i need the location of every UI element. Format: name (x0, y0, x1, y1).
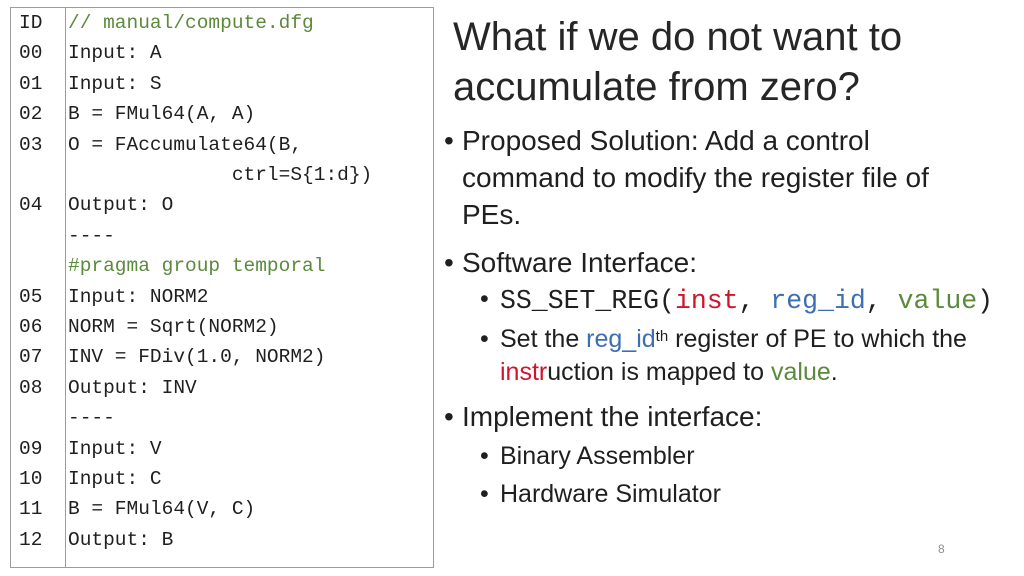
code-line: 03 O = FAccumulate64(B, (11, 130, 433, 160)
bullet-dot: • (480, 285, 489, 313)
line-id: 04 (19, 194, 43, 217)
code-line: 06 NORM = Sqrt(NORM2) (11, 312, 433, 342)
code-line: 00 Input: A (11, 38, 433, 68)
file-comment: // manual/compute.dfg (68, 12, 314, 34)
title-line-2: accumulate from zero? (453, 65, 860, 109)
bullet-line: Proposed Solution: Add a control (462, 125, 870, 156)
desc-reg-id: reg_id (586, 325, 656, 353)
line-id: 11 (19, 498, 43, 521)
api-close: ) (977, 286, 994, 316)
code-line: #pragma group temporal (11, 251, 433, 281)
line-code: Input: NORM2 (68, 285, 209, 308)
desc-instr: instr (500, 358, 548, 386)
bullet-text: Software Interface: (462, 247, 698, 278)
desc-value: value (770, 358, 831, 386)
line-id: 03 (19, 133, 43, 156)
description-line-2: instruction is mapped to value. (500, 356, 967, 389)
code-line: 02 B = FMul64(A, A) (11, 99, 433, 129)
line-id: 07 (19, 346, 43, 369)
desc-part: register of PE to which the (668, 325, 967, 353)
api-arg-reg-id: reg_id (770, 286, 866, 316)
code-line: ctrl=S{1:d}) (11, 160, 433, 190)
code-line: 07 INV = FDiv(1.0, NORM2) (11, 342, 433, 372)
code-line: ---- (11, 403, 433, 433)
description-line-1: Set the reg_idth register of PE to which… (500, 323, 967, 356)
bullet-text: Proposed Solution: Add a control command… (462, 122, 929, 233)
api-fn: SS_SET_REG( (500, 286, 675, 316)
code-line: 01 Input: S (11, 69, 433, 99)
line-id: 12 (19, 528, 43, 551)
line-code: ctrl=S{1:d}) (68, 164, 373, 186)
code-line: 12 Output: B (11, 525, 433, 555)
bullet-text: Implement the interface: (462, 401, 763, 432)
api-signature: SS_SET_REG(inst, reg_id, value) (500, 283, 993, 320)
bullet-dot: • (444, 401, 454, 432)
api-arg-inst: inst (674, 286, 739, 316)
line-code: Output: O (68, 194, 174, 217)
sub-bullet-text: Hardware Simulator (500, 480, 721, 508)
desc-superscript: th (655, 328, 669, 345)
api-arg-value: value (897, 286, 978, 316)
id-column-divider (11, 8, 66, 567)
line-code: Input: C (68, 468, 162, 490)
desc-part: Set the (500, 325, 587, 353)
code-line: 05 Input: NORM2 (11, 282, 433, 312)
code-line: ---- (11, 221, 433, 251)
slide-title: What if we do not want to accumulate fro… (453, 12, 1013, 112)
bullet-line: command to modify the register file of (462, 162, 929, 193)
line-code: ---- (68, 224, 115, 247)
desc-part: uction is mapped to (547, 358, 771, 386)
line-code: ---- (68, 407, 115, 430)
bullet-dot: • (444, 247, 454, 278)
line-id: 05 (19, 285, 43, 308)
desc-part: . (830, 358, 838, 386)
line-code: B = FMul64(A, A) (68, 103, 256, 126)
line-id: 08 (19, 376, 43, 399)
line-code: Input: V (68, 437, 162, 460)
sub-bullet-text: Binary Assembler (500, 442, 695, 470)
bullet-line: PEs. (462, 199, 522, 230)
line-id: 02 (19, 103, 43, 126)
id-header: ID (19, 12, 43, 34)
api-sep: , (738, 286, 771, 316)
pragma-comment: #pragma group temporal (68, 255, 326, 278)
code-line: 09 Input: V (11, 434, 433, 464)
page-number: 8 (938, 542, 945, 556)
line-id: 06 (19, 316, 43, 338)
line-id: 09 (19, 437, 43, 460)
code-header-line: ID // manual/compute.dfg (11, 8, 433, 38)
line-code: Output: B (68, 528, 174, 551)
code-line: 10 Input: C (11, 464, 433, 494)
bullet-dot: • (444, 125, 454, 156)
code-line: 04 Output: O (11, 190, 433, 220)
title-line-1: What if we do not want to (453, 15, 903, 59)
bullet-dot: • (480, 325, 489, 353)
line-code: O = FAccumulate64(B, (68, 133, 303, 156)
description-text: Set the reg_idth register of PE to which… (500, 323, 967, 389)
api-sep: , (865, 286, 898, 316)
line-id: 01 (19, 72, 43, 95)
line-id: 10 (19, 468, 43, 490)
line-code: Output: INV (68, 376, 197, 399)
line-code: INV = FDiv(1.0, NORM2) (68, 346, 326, 369)
line-code: NORM = Sqrt(NORM2) (68, 316, 279, 338)
bullet-dot: • (480, 480, 489, 508)
bullet-dot: • (480, 442, 489, 470)
line-code: Input: A (68, 42, 162, 65)
line-code: Input: S (68, 72, 162, 95)
code-line: 11 B = FMul64(V, C) (11, 494, 433, 524)
code-line: 08 Output: INV (11, 373, 433, 403)
line-id: 00 (19, 42, 43, 65)
line-code: B = FMul64(V, C) (68, 498, 256, 521)
